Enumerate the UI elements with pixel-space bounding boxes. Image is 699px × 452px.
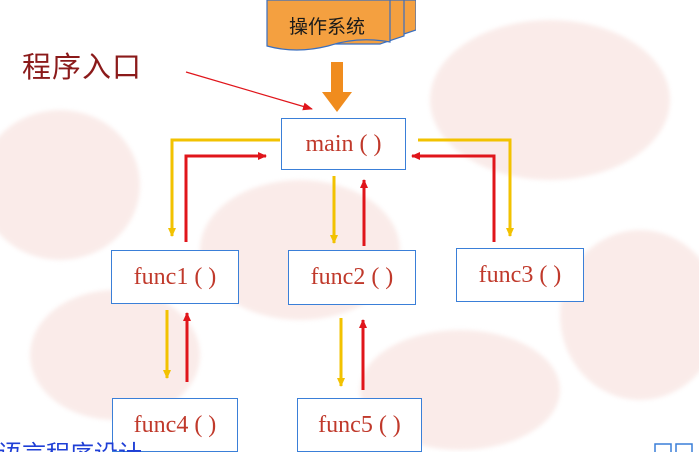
node-func3: func3 ( )	[456, 248, 584, 302]
node-func2: func2 ( )	[288, 250, 416, 305]
entry-pointer-arrow	[185, 71, 313, 111]
footer-course-title: 语言程序设计	[0, 434, 142, 452]
program-entry-label: 程序入口	[22, 50, 143, 84]
os-document-shape	[266, 0, 416, 51]
nav-buttons-icon[interactable]	[654, 440, 694, 452]
os-label: 操作系统	[288, 16, 365, 38]
node-func5: func5 ( )	[297, 398, 422, 452]
return-arrow-func3-main	[411, 152, 496, 242]
node-main: main ( )	[281, 118, 406, 170]
background-pattern	[0, 110, 140, 260]
node-func4: func4 ( )	[112, 398, 238, 452]
os-to-main-arrow	[322, 62, 352, 112]
node-func1: func1 ( )	[111, 250, 239, 304]
background-pattern	[430, 20, 670, 180]
